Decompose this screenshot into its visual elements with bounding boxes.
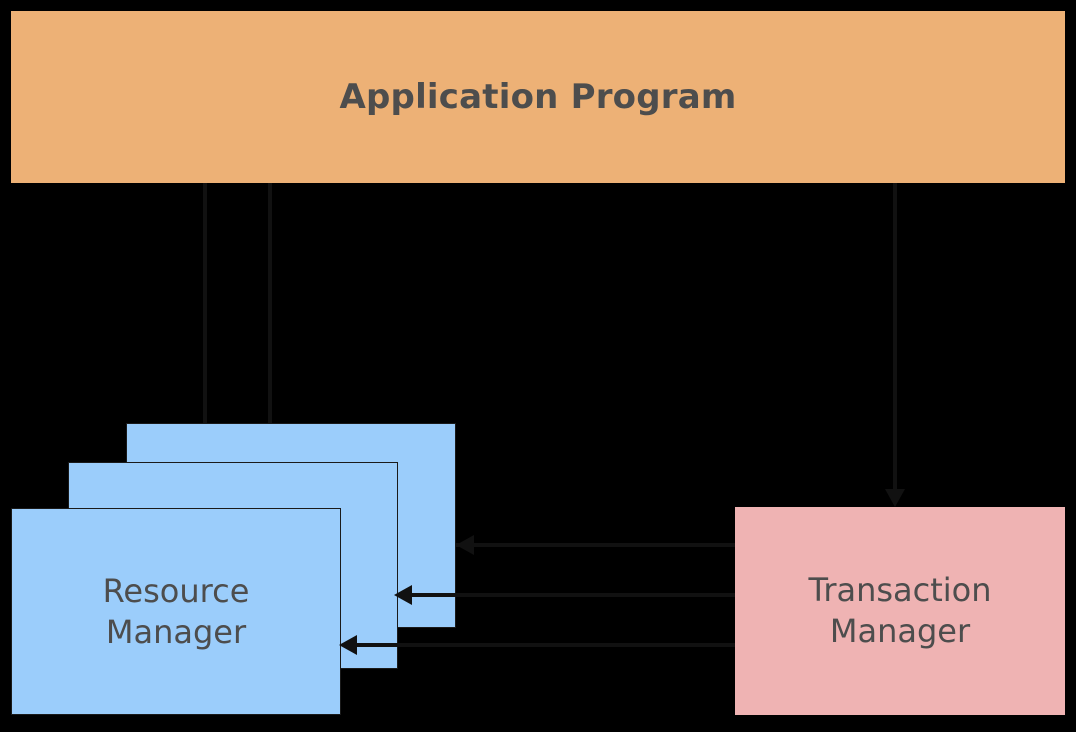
application-program-label: Application Program: [339, 76, 737, 117]
connector-app-to-transaction-manager-arrowhead: [885, 489, 905, 507]
connector-transaction-to-resource-middle-line: [402, 593, 735, 597]
connector-app-to-resource-manager-middle-line: [268, 183, 272, 438]
connector-transaction-to-resource-back-line: [456, 543, 735, 547]
connector-transaction-to-resource-back-arrowhead: [456, 535, 474, 555]
resource-manager-label-line1: Resource: [102, 571, 250, 610]
transaction-manager-label: Transaction Manager: [808, 570, 991, 652]
transaction-manager-label-line2: Manager: [829, 612, 971, 650]
connector-transaction-to-resource-front-line: [347, 643, 735, 647]
transaction-manager-box[interactable]: Transaction Manager: [735, 507, 1065, 715]
connector-app-to-resource-manager-front-line: [203, 183, 207, 490]
resource-manager-label: Resource Manager: [103, 571, 250, 653]
resource-manager-card-front[interactable]: Resource Manager: [11, 508, 341, 715]
transaction-manager-label-line1: Transaction: [808, 571, 992, 610]
connector-transaction-to-resource-front-arrowhead: [339, 635, 357, 655]
connector-transaction-to-resource-middle-arrowhead: [394, 585, 412, 605]
connector-app-to-transaction-manager-line: [893, 183, 897, 489]
resource-manager-label-line2: Manager: [105, 612, 247, 651]
application-program-box[interactable]: Application Program: [11, 11, 1065, 183]
